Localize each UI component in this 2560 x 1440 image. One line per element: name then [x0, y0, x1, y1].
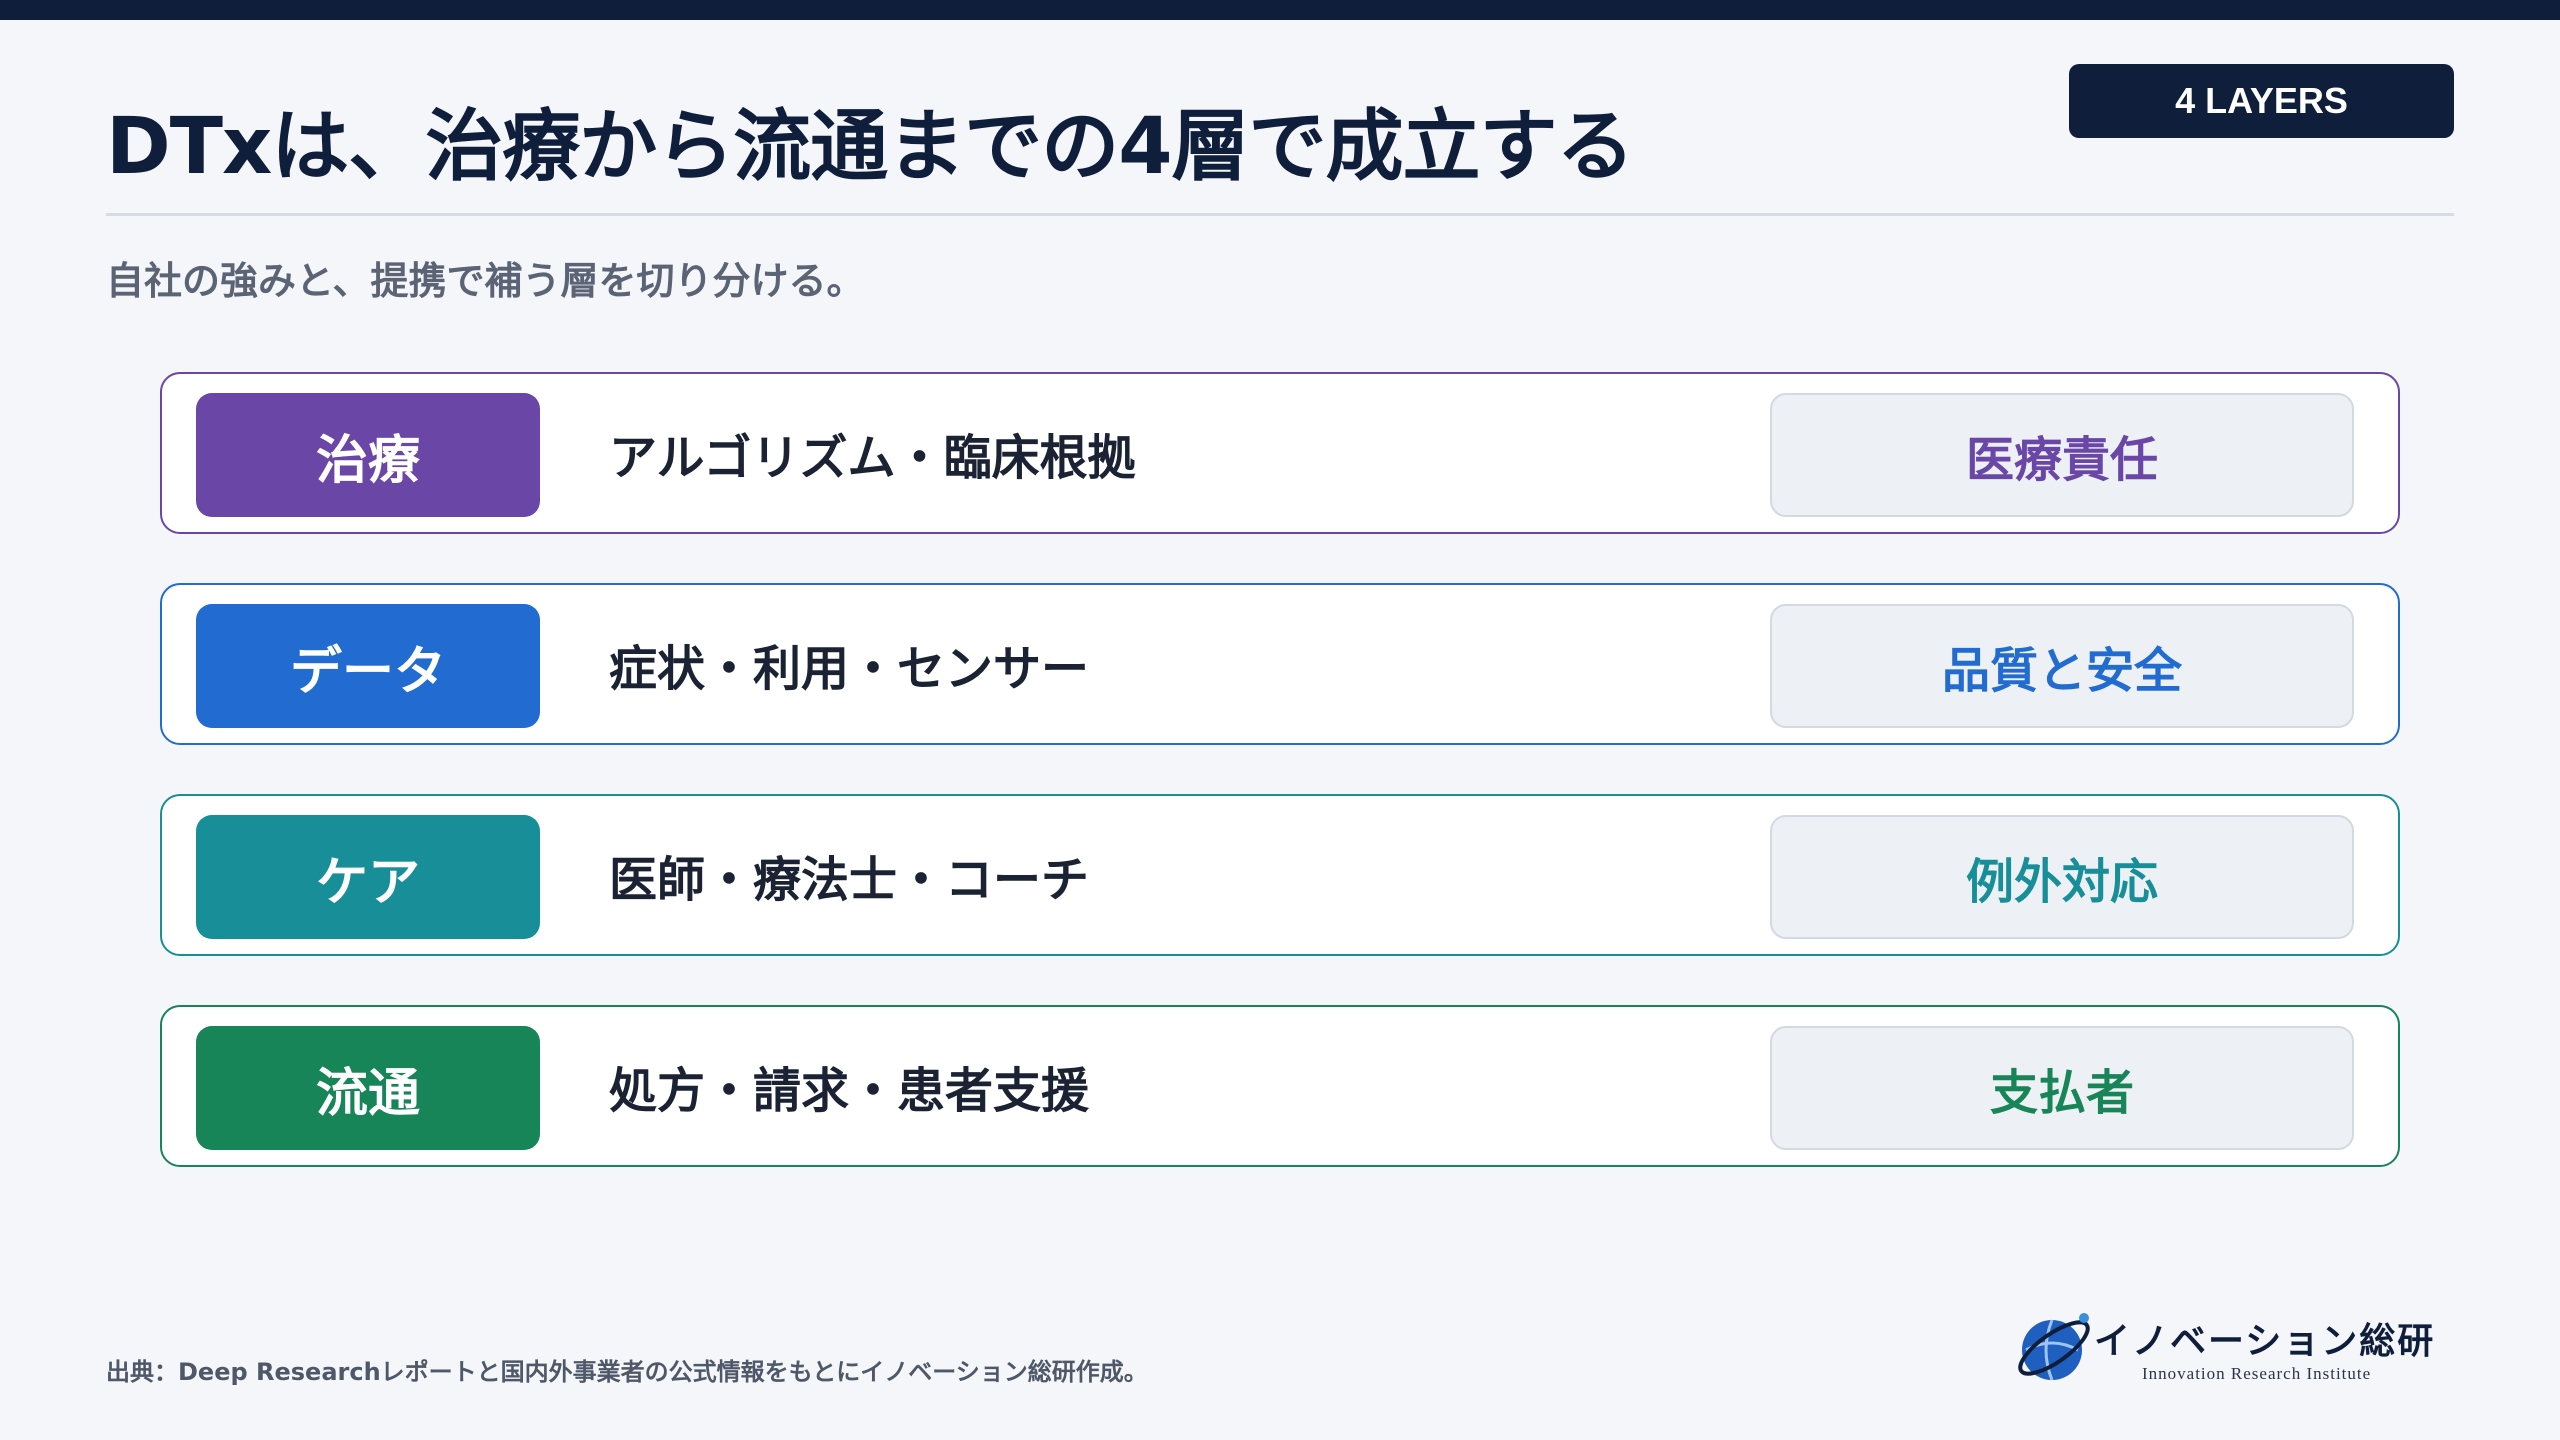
layer-responsibility: 医療責任: [1770, 393, 2354, 517]
layer-description: 処方・請求・患者支援: [609, 1063, 1090, 1119]
layer-tag: 治療: [196, 393, 540, 517]
layer-responsibility: 例外対応: [1770, 815, 2354, 939]
layer-description: 症状・利用・センサー: [609, 641, 1090, 697]
layer-responsibility: 支払者: [1770, 1026, 2354, 1150]
globe-orbit-icon: [2018, 1313, 2090, 1381]
page-subtitle: 自社の強みと、提携で補う層を切り分ける。: [106, 259, 865, 303]
company-logo: イノベーション総研 Innovation Research Institute: [2012, 1306, 2436, 1390]
layer-row-distribution: 流通 処方・請求・患者支援 支払者: [160, 1005, 2400, 1167]
top-accent-bar: [0, 0, 2560, 20]
layer-tag: データ: [196, 604, 540, 728]
layer-tag: 流通: [196, 1026, 540, 1150]
layer-description: アルゴリズム・臨床根拠: [609, 430, 1136, 486]
logo-subtitle: Innovation Research Institute: [2142, 1364, 2372, 1383]
layer-row-treatment: 治療 アルゴリズム・臨床根拠 医療責任: [160, 372, 2400, 534]
title-divider: [106, 213, 2454, 216]
page-title: DTxは、治療から流通までの4層で成立する: [106, 102, 1635, 192]
layer-row-care: ケア 医師・療法士・コーチ 例外対応: [160, 794, 2400, 956]
source-note: 出典：Deep Researchレポートと国内外事業者の公式情報をもとにイノベー…: [106, 1358, 1148, 1386]
layer-tag: ケア: [196, 815, 540, 939]
layer-row-data: データ 症状・利用・センサー 品質と安全: [160, 583, 2400, 745]
logo-name: イノベーション総研: [2094, 1320, 2436, 1362]
layer-list: 治療 アルゴリズム・臨床根拠 医療責任 データ 症状・利用・センサー 品質と安全…: [160, 372, 2400, 1216]
layer-description: 医師・療法士・コーチ: [609, 852, 1090, 908]
layers-badge: 4 LAYERS: [2069, 64, 2454, 138]
layer-responsibility: 品質と安全: [1770, 604, 2354, 728]
